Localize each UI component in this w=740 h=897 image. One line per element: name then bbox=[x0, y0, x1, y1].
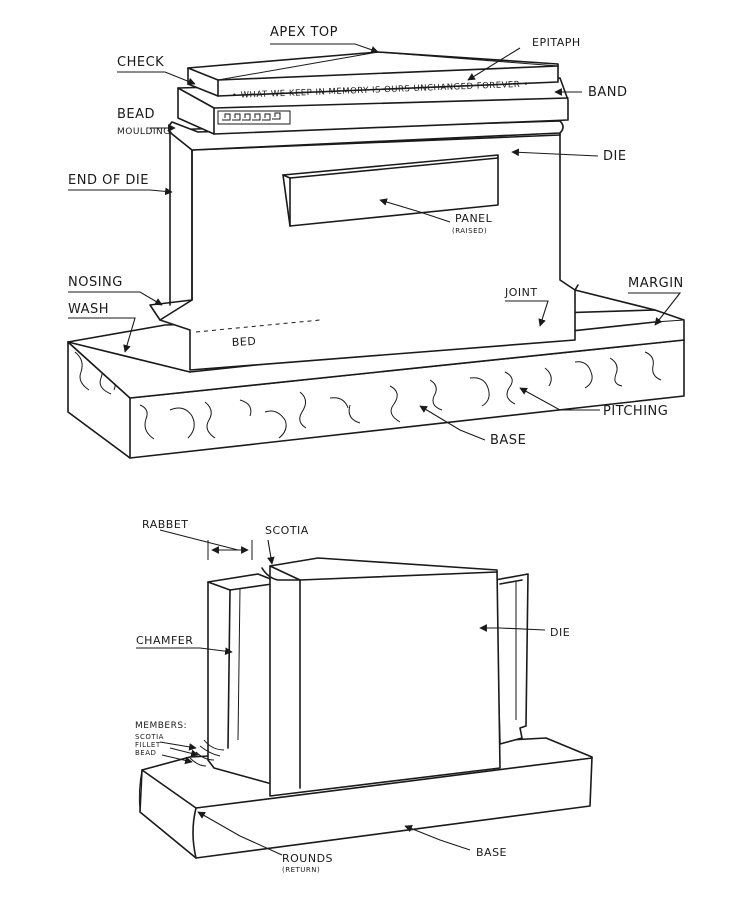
figure-2-monument: RABBET SCOTIA DIE CHAMFER MEMBERS: SCOTI… bbox=[135, 518, 593, 874]
label-base: BASE bbox=[490, 433, 526, 448]
raised-panel bbox=[282, 154, 499, 227]
label-apex-top: APEX TOP bbox=[270, 25, 338, 40]
label-rounds: ROUNDS bbox=[282, 852, 333, 865]
figure-1-labels: APEX TOP EPITAPH CHECK BAND BEAD MOULDIN… bbox=[68, 25, 684, 448]
label-members-scotia: SCOTIA bbox=[135, 733, 164, 741]
rabbet-dimension bbox=[207, 540, 253, 560]
label-bed: BED bbox=[231, 335, 256, 349]
figure-2-leaders bbox=[136, 529, 546, 856]
label-die: DIE bbox=[550, 626, 570, 639]
label-bead: BEAD bbox=[117, 107, 155, 122]
label-epitaph: EPITAPH bbox=[532, 36, 581, 49]
label-check: CHECK bbox=[117, 55, 164, 70]
right-shoulder bbox=[494, 573, 529, 745]
label-rounds-return: (RETURN) bbox=[282, 866, 320, 874]
label-nosing: NOSING bbox=[68, 275, 123, 290]
label-members-fillet: FILLET bbox=[135, 741, 161, 749]
label-base: BASE bbox=[476, 846, 507, 859]
label-members-bead: BEAD bbox=[135, 749, 156, 757]
label-die: DIE bbox=[603, 149, 627, 164]
label-pitching: PITCHING bbox=[603, 404, 668, 419]
label-band: BAND bbox=[588, 85, 628, 100]
label-rabbet: RABBET bbox=[142, 518, 188, 531]
label-wash: WASH bbox=[68, 302, 109, 317]
label-members: MEMBERS: bbox=[135, 721, 187, 731]
figure-1-leaders bbox=[68, 43, 682, 441]
left-shoulder bbox=[189, 573, 279, 785]
label-panel: PANEL bbox=[455, 212, 493, 225]
figure-2-labels: RABBET SCOTIA DIE CHAMFER MEMBERS: SCOTI… bbox=[135, 518, 570, 874]
die-slab bbox=[261, 557, 501, 797]
label-chamfer: CHAMFER bbox=[136, 634, 193, 647]
label-scotia: SCOTIA bbox=[265, 524, 309, 537]
label-moulding: MOULDING bbox=[117, 127, 171, 137]
figure-1-monument: • WHAT WE KEEP IN MEMORY IS OURS UNCHANG… bbox=[67, 25, 685, 459]
label-joint: JOINT bbox=[504, 286, 538, 299]
label-panel-raised: (RAISED) bbox=[452, 227, 487, 235]
label-margin: MARGIN bbox=[628, 276, 684, 291]
label-end-of-die: END OF DIE bbox=[68, 173, 149, 188]
